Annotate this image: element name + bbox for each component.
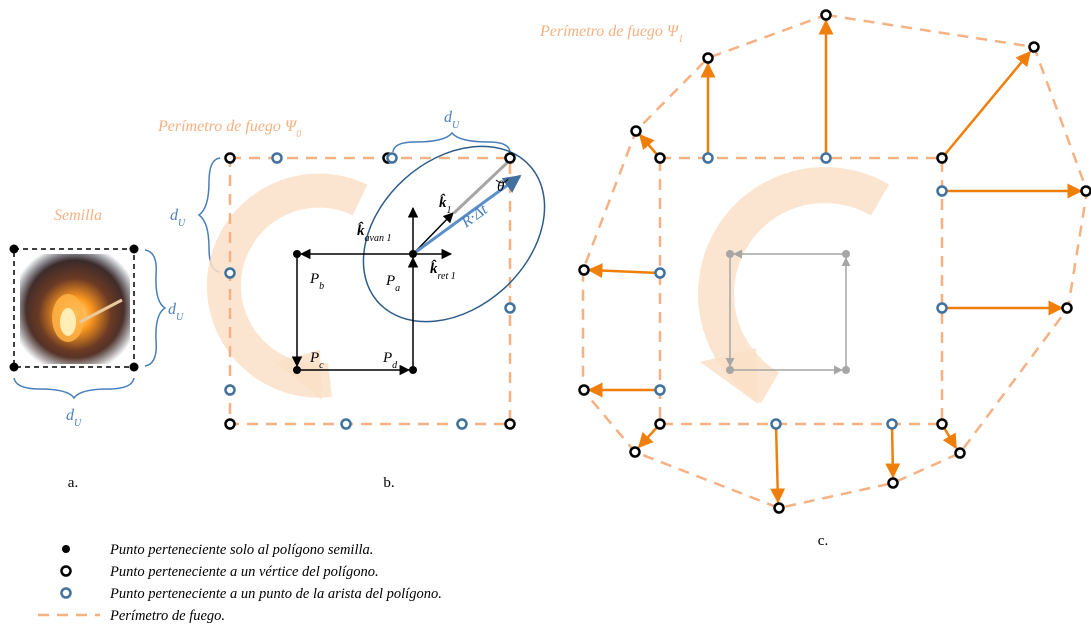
perimeter-0-label: Perímetro de fuego Ψ0 bbox=[157, 118, 301, 140]
vertex-point bbox=[656, 154, 665, 163]
vertex-point bbox=[226, 154, 235, 163]
panel-c-label: c. bbox=[818, 533, 828, 549]
edge-point bbox=[938, 187, 947, 196]
spread-arrow bbox=[589, 270, 660, 273]
point-pa bbox=[409, 250, 417, 258]
vertex-point bbox=[1030, 43, 1039, 52]
seed-label: Semilla bbox=[54, 207, 102, 224]
du-label: dU bbox=[168, 301, 184, 323]
seed-point bbox=[10, 245, 19, 254]
panel-c: Perímetro de fuego Ψ1 bbox=[539, 11, 1091, 550]
du-label: dU bbox=[66, 407, 82, 429]
spread-arrow bbox=[776, 424, 778, 502]
spread-arrow bbox=[942, 52, 1030, 158]
edge-point bbox=[226, 269, 235, 278]
edge-point bbox=[226, 386, 235, 395]
k-avan-label: k̂avan 1 bbox=[357, 221, 391, 244]
vertex-point bbox=[889, 479, 898, 488]
edge-point bbox=[273, 154, 282, 163]
vertex-point bbox=[938, 420, 947, 429]
vertex-point bbox=[956, 449, 965, 458]
du-label: dU bbox=[170, 207, 186, 229]
vertex-point bbox=[1082, 187, 1091, 196]
seed-point bbox=[130, 363, 139, 372]
edge-point bbox=[342, 420, 351, 429]
du-brace bbox=[145, 250, 165, 366]
panel-b: Perímetro de fuego Ψ0 dU dU bbox=[157, 109, 579, 491]
legend-edge-marker bbox=[62, 589, 71, 598]
vertex-point bbox=[704, 54, 713, 63]
legend-vertex-marker bbox=[62, 567, 71, 576]
vertex-point bbox=[580, 266, 589, 275]
legend-item: Punto perteneciente a un punto de la ari… bbox=[109, 586, 442, 602]
du-label: dU bbox=[444, 109, 460, 131]
legend-item: Punto perteneciente a un vértice del pol… bbox=[109, 564, 379, 580]
vertex-point bbox=[506, 154, 515, 163]
panel-b-label: b. bbox=[383, 475, 394, 491]
seed-point bbox=[130, 245, 139, 254]
edge-point bbox=[704, 154, 713, 163]
vertex-point bbox=[938, 154, 947, 163]
edge-point bbox=[656, 269, 665, 278]
point-pd bbox=[409, 366, 417, 374]
edge-point bbox=[938, 304, 947, 313]
seed-point bbox=[10, 363, 19, 372]
edge-point bbox=[772, 420, 781, 429]
legend: Punto perteneciente solo al polígono sem… bbox=[38, 542, 442, 624]
vertex-point bbox=[226, 420, 235, 429]
theta-label: θ bbox=[497, 179, 505, 195]
pd-label: Pd bbox=[382, 350, 398, 371]
legend-seed-marker bbox=[62, 545, 70, 553]
panel-a-label: a. bbox=[68, 475, 78, 491]
spread-arrow bbox=[892, 424, 893, 477]
edge-point bbox=[822, 154, 831, 163]
vertex-point bbox=[632, 127, 641, 136]
legend-item: Perímetro de fuego. bbox=[109, 608, 225, 624]
edge-point bbox=[388, 154, 397, 163]
legend-item: Punto perteneciente solo al polígono sem… bbox=[109, 542, 373, 558]
point-pb bbox=[293, 250, 301, 258]
perimeter-1-label: Perímetro de fuego Ψ1 bbox=[539, 23, 683, 45]
vertex-point bbox=[631, 448, 640, 457]
panel-a: Semilla dU dU a. bbox=[10, 207, 185, 491]
edge-point bbox=[888, 420, 897, 429]
k-ret-label: k̂ret 1 bbox=[430, 259, 456, 282]
du-brace bbox=[14, 378, 134, 398]
vertex-point bbox=[656, 420, 665, 429]
k1-label: k̂1 bbox=[439, 193, 452, 216]
fire-perimeter-1 bbox=[583, 15, 1087, 508]
edge-point bbox=[506, 304, 515, 313]
vertex-point bbox=[506, 420, 515, 429]
vertex-point bbox=[580, 386, 589, 395]
vertex-point bbox=[1063, 304, 1072, 313]
vertex-point bbox=[775, 504, 784, 513]
pb-label: Pb bbox=[309, 271, 324, 292]
edge-point bbox=[656, 386, 665, 395]
point-pc bbox=[293, 366, 301, 374]
du-brace bbox=[393, 133, 510, 152]
edge-point bbox=[458, 420, 467, 429]
vertex-point bbox=[822, 11, 831, 20]
pa-label: Pa bbox=[385, 273, 400, 294]
rotation-arrow bbox=[224, 191, 360, 381]
